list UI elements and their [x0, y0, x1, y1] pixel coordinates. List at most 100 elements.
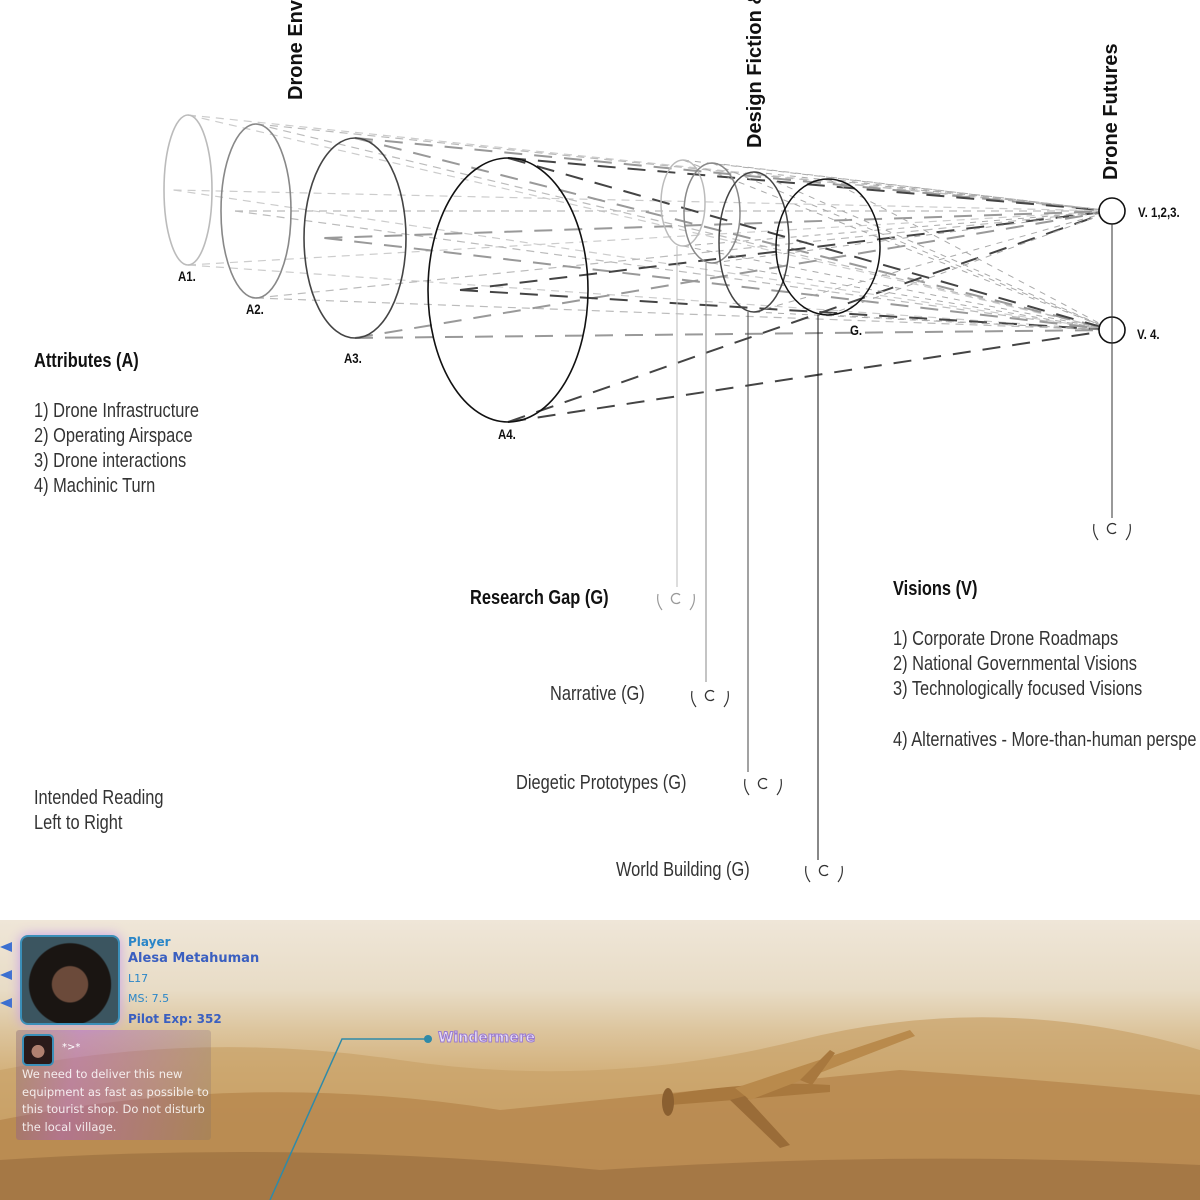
gap-projection-line [827, 210, 1113, 316]
attribute-item: 3) Drone interactions [34, 450, 187, 472]
projection-line [354, 329, 1113, 339]
projection-line [507, 329, 1113, 423]
target-icon [837, 865, 843, 883]
vision-item: 3) Technologically focused Visions [893, 678, 1143, 700]
visions-list: 1) Corporate Drone Roadmaps 2) National … [893, 627, 1142, 702]
diagram: Drone Enviro Design Fiction & F Drone Fu… [34, 0, 1197, 883]
waypoint-line [269, 1038, 428, 1200]
gap-projection-line [827, 178, 1113, 331]
projection-line [459, 289, 1113, 331]
projection-line [173, 189, 1113, 331]
gap-projection-line [711, 262, 1113, 331]
projection-line [173, 189, 1113, 212]
speaker-portrait [22, 1034, 54, 1066]
projection-line [255, 297, 1113, 331]
gap-diegetic-prototypes: Diegetic Prototypes (G) [516, 772, 687, 794]
reading-line-2: Left to Right [34, 812, 123, 834]
label-a1: A1. [178, 268, 196, 284]
gap-ellipse [660, 159, 706, 247]
target-icon [657, 593, 663, 611]
header-design-fiction: Design Fiction & F [744, 0, 766, 148]
attributes-title: Attributes (A) [34, 350, 139, 372]
gap-projection-line [682, 159, 1113, 331]
gap-world-building: World Building (G) [616, 859, 750, 881]
attribute-ellipse-a2 [220, 123, 292, 299]
projection-line [187, 114, 1113, 331]
target-icon [723, 690, 729, 708]
gap-narrative: Narrative (G) [550, 683, 645, 705]
dialogue-text: We need to deliver this new equipment as… [22, 1067, 209, 1134]
projection-line [255, 210, 1113, 299]
target-icon [670, 592, 681, 605]
projection-line [354, 137, 1113, 212]
gap-projection-line [753, 210, 1113, 313]
gap-ellipse [775, 178, 881, 316]
gap-projection-line [682, 159, 1113, 212]
projection-line [507, 157, 1113, 212]
gap-projection-line [827, 178, 1113, 212]
attribute-item: 2) Operating Airspace [34, 425, 193, 447]
attribute-ellipse-a1 [163, 114, 213, 266]
projection-line [187, 264, 1113, 331]
speaker-name: *>* [62, 1042, 81, 1053]
projection-line [507, 210, 1113, 423]
projection-line [354, 210, 1113, 339]
attribute-item: 4) Machinic Turn [34, 475, 156, 497]
drone-icon [662, 1030, 915, 1148]
dialogue-box: *>* We need to deliver this new equipmen… [16, 1030, 211, 1140]
target-icon [1093, 523, 1099, 541]
gap-ellipse [718, 171, 790, 313]
waypoint-label[interactable]: Windermere [437, 1030, 536, 1047]
projection-line [234, 210, 1113, 331]
label-v4: V. 4. [1137, 326, 1160, 342]
target-icon [704, 689, 715, 702]
gap-ellipse [683, 162, 741, 264]
research-gap-title: Research Gap (G) [470, 587, 609, 609]
gap-projection-line [682, 245, 1113, 331]
target-icon [776, 778, 782, 796]
projection-line [354, 137, 1113, 331]
valley [0, 1152, 1200, 1200]
projection-line [187, 210, 1113, 266]
target-icon [818, 864, 829, 877]
target-icon [744, 778, 750, 796]
player-pilot-exp: Pilot Exp: 352 [128, 1012, 222, 1026]
visions-title: Visions (V) [893, 578, 978, 600]
player-name: Alesa Metahuman [128, 951, 260, 966]
reading-direction: Intended Reading Left to Right [34, 786, 163, 836]
gap-projection-line [682, 210, 1113, 247]
gap-projection-line [711, 210, 1113, 264]
attributes-list: 1) Drone Infrastructure 2) Operating Air… [34, 399, 199, 499]
header-drone-futures: Drone Futures [1100, 43, 1122, 180]
attribute-ellipse-a4 [427, 157, 589, 423]
attribute-ellipse-a3 [303, 137, 407, 339]
header-drone-environments: Drone Enviro [285, 0, 307, 100]
player-ms: MS: 7.5 [128, 992, 170, 1005]
gap-projection-line [753, 171, 1113, 331]
target-icon [1106, 522, 1117, 535]
target-icon [757, 777, 768, 790]
gap-projection-line [753, 171, 1113, 212]
reading-line-1: Intended Reading [34, 787, 164, 809]
projection-line [459, 210, 1113, 291]
player-portrait[interactable] [20, 935, 120, 1025]
game-scene [0, 1017, 1200, 1200]
projection-line [324, 237, 1113, 331]
projection-line [255, 123, 1113, 331]
label-a2: A2. [246, 301, 264, 317]
label-a4: A4. [498, 426, 516, 442]
projection-line [324, 210, 1113, 239]
vision-circle-v123 [1098, 197, 1126, 225]
side-arrows [0, 934, 14, 1034]
label-g: G. [850, 322, 863, 338]
target-icon [805, 865, 811, 883]
target-icon [689, 593, 695, 611]
target-icon [691, 690, 697, 708]
player-level: L17 [128, 972, 149, 985]
vision-item: 1) Corporate Drone Roadmaps [893, 628, 1119, 650]
diagram-graphic [163, 114, 1131, 883]
waypoint-dot [424, 1035, 432, 1043]
projection-line [507, 157, 1113, 331]
label-a3: A3. [344, 350, 362, 366]
game-screenshot: Player Alesa Metahuman L17 MS: 7.5 Pilot… [0, 920, 1200, 1200]
